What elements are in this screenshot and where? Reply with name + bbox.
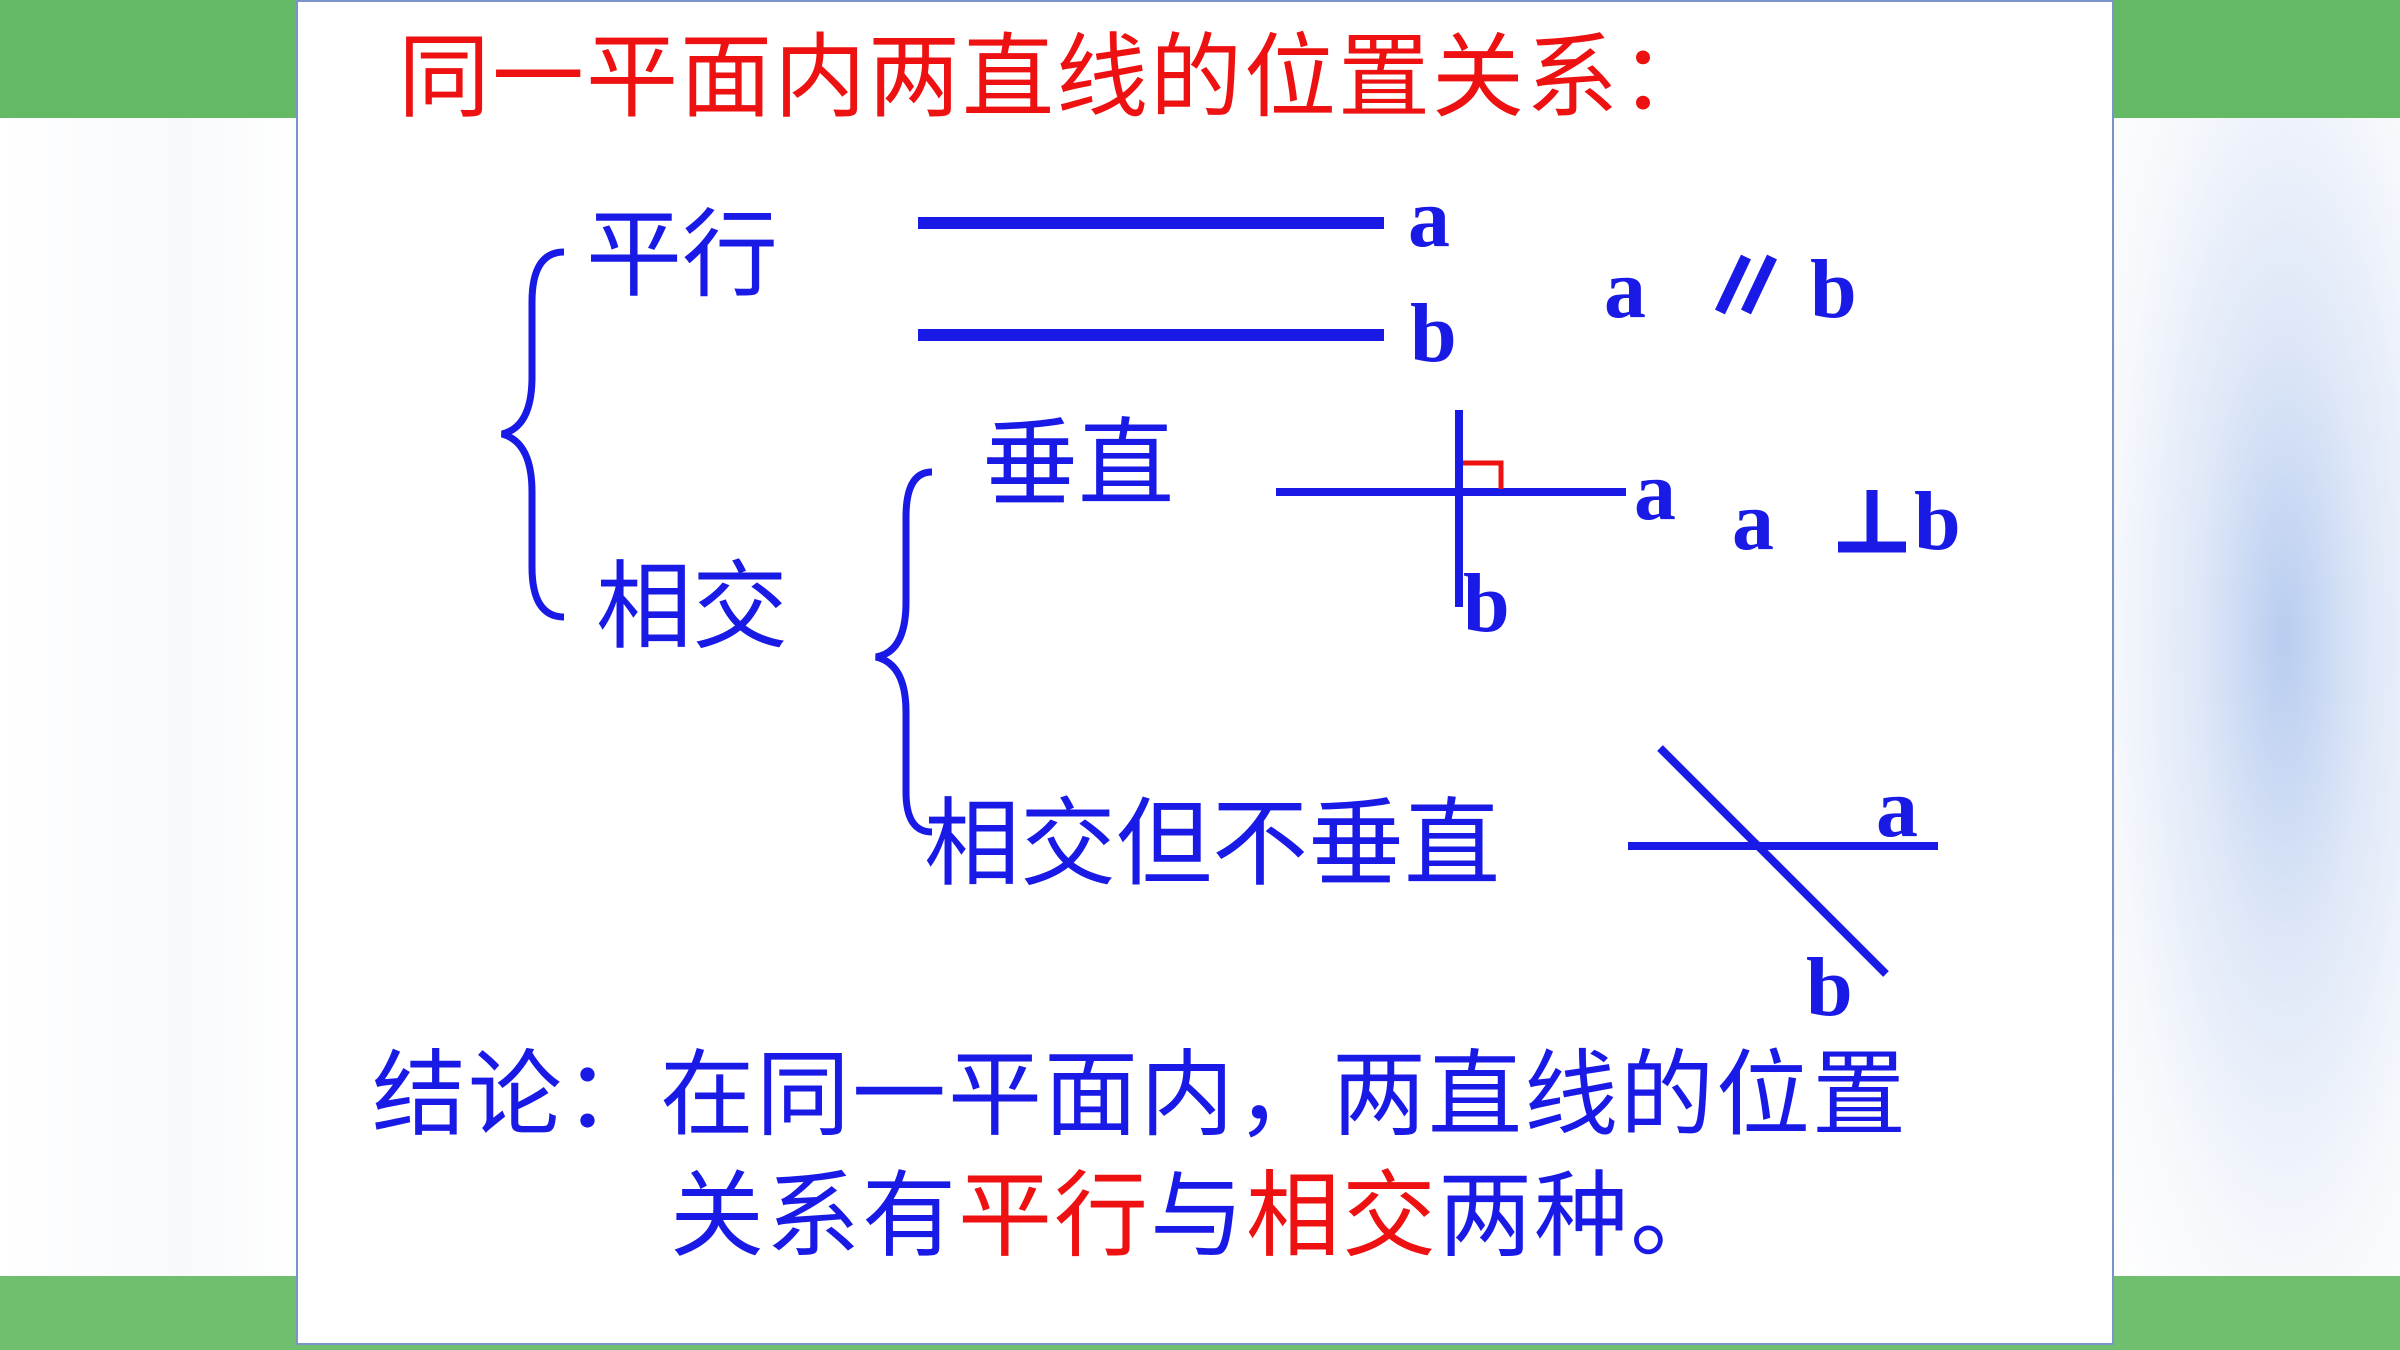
inner-brace — [874, 468, 933, 836]
perp-label-a: a — [1634, 445, 1676, 538]
perp-notation-a: a — [1732, 475, 1774, 568]
oblique-line-b — [1657, 745, 1889, 977]
parallel-notation-b: b — [1810, 243, 1857, 336]
parallel-symbol-stroke-2 — [1741, 254, 1777, 315]
conclusion-text-c: 与 — [1150, 1162, 1247, 1271]
background-right-haze — [2110, 118, 2400, 1276]
conclusion-line-2: 关系有平行与相交两种。 — [670, 1170, 1726, 1264]
oblique-label-a: a — [1876, 762, 1918, 855]
parallel-label-a: a — [1408, 172, 1450, 265]
perp-notation-b: b — [1914, 475, 1961, 568]
conclusion-highlight-intersect: 相交 — [1246, 1162, 1439, 1271]
conclusion-line-1: 结论：在同一平面内，两直线的位置 — [372, 1041, 1909, 1150]
right-angle-mark — [1463, 460, 1504, 489]
label-intersect: 相交 — [596, 551, 788, 663]
slide-title: 同一平面内两直线的位置关系： — [398, 24, 1715, 131]
relation-diagram — [500, 217, 1938, 977]
parallel-notation-a: a — [1604, 243, 1646, 336]
conclusion-highlight-parallel: 平行 — [958, 1162, 1151, 1271]
parallel-symbol-stroke-1 — [1715, 254, 1751, 315]
perp-label-b: b — [1463, 557, 1510, 650]
conclusion-text-a: 关系有 — [670, 1162, 959, 1271]
oblique-label-b: b — [1806, 941, 1853, 1034]
parallel-label-b: b — [1410, 287, 1457, 380]
label-parallel: 平行 — [586, 199, 778, 311]
background-left-area — [0, 118, 300, 1276]
outer-brace — [500, 248, 565, 621]
label-intersect-not-perpendicular: 相交但不垂直 — [924, 788, 1500, 900]
slide-panel: 同一平面内两直线的位置关系： 平行 相交 垂直 相交但不垂直 a b a b a… — [296, 0, 2114, 1345]
conclusion-text-e: 两种。 — [1438, 1162, 1727, 1271]
label-perpendicular: 垂直 — [982, 408, 1174, 520]
